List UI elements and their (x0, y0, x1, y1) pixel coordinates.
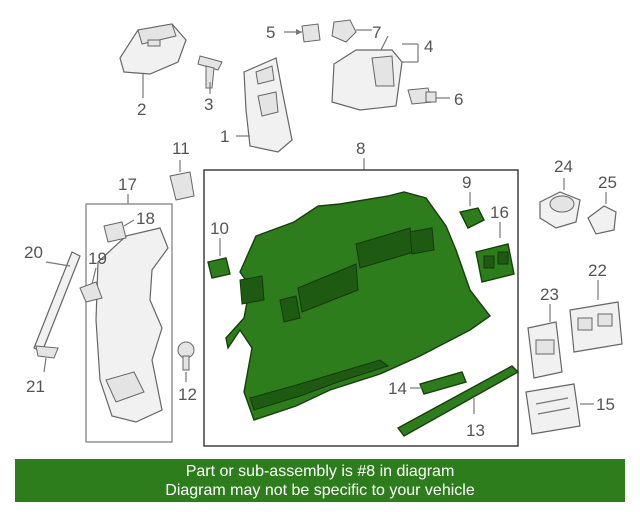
part-3-clip[interactable] (197, 55, 223, 94)
group-17-box (85, 203, 173, 443)
callout-9: 9 (462, 173, 471, 192)
group-8-box (203, 169, 519, 447)
part-25-cap[interactable] (587, 192, 617, 235)
callout-18: 18 (136, 209, 155, 228)
callout-20: 20 (24, 243, 43, 262)
callout-24: 24 (554, 157, 573, 176)
part-21-clip[interactable] (35, 345, 59, 373)
callout-8: 8 (356, 139, 365, 158)
callout-23: 23 (540, 285, 559, 304)
callout-13: 13 (466, 421, 485, 440)
callout-1: 1 (220, 127, 229, 146)
part-24-power-outlet[interactable] (539, 178, 581, 229)
callout-10: 10 (210, 219, 229, 238)
diagram-notice-banner: Part or sub-assembly is #8 in diagram Di… (15, 459, 625, 502)
callout-4: 4 (424, 37, 433, 56)
callout-11: 11 (172, 139, 190, 158)
callout-17: 17 (118, 175, 137, 194)
part-6-bolt[interactable] (407, 87, 450, 105)
callout-3: 3 (204, 95, 213, 114)
part-15-plate[interactable] (525, 383, 594, 435)
part-4-trim-cover[interactable] (331, 43, 419, 111)
part-20-strip[interactable] (33, 251, 81, 353)
part-23-connector[interactable] (527, 304, 563, 379)
part-2-cover[interactable] (119, 23, 187, 98)
part-13-sill-strip[interactable] (396, 365, 520, 437)
banner-line-1: Part or sub-assembly is #8 in diagram (185, 462, 455, 480)
callout-15: 15 (596, 395, 615, 414)
callout-25: 25 (598, 173, 617, 192)
banner-line-2: Diagram may not be specific to your vehi… (165, 481, 475, 499)
part-1-pillar-trim[interactable] (236, 57, 293, 153)
callout-14: 14 (388, 379, 407, 398)
part-7-clip[interactable] (331, 19, 389, 53)
callout-7: 7 (372, 23, 381, 42)
callout-6: 6 (454, 90, 463, 109)
part-17-quarter-trim[interactable] (95, 227, 169, 423)
part-10-clip[interactable] (207, 238, 231, 279)
callout-21: 21 (26, 377, 45, 396)
callout-5: 5 (266, 23, 275, 42)
part-8-quarter-trim-panel[interactable] (225, 191, 492, 421)
callout-2: 2 (137, 100, 146, 119)
part-22-switch-panel[interactable] (569, 280, 623, 353)
part-11-bracket[interactable] (169, 160, 195, 201)
part-14-trim-strip[interactable] (410, 371, 467, 395)
callout-19: 19 (88, 249, 107, 268)
part-18-clip[interactable] (103, 219, 135, 243)
part-5-clip[interactable] (284, 23, 321, 43)
part-9-clip[interactable] (458, 192, 485, 229)
callout-12: 12 (178, 385, 197, 404)
part-12-push-pin[interactable] (177, 341, 195, 382)
part-16-switch[interactable] (475, 222, 515, 283)
part-19-clip[interactable] (79, 267, 103, 303)
callout-22: 22 (588, 261, 607, 280)
callout-16: 16 (490, 203, 509, 222)
